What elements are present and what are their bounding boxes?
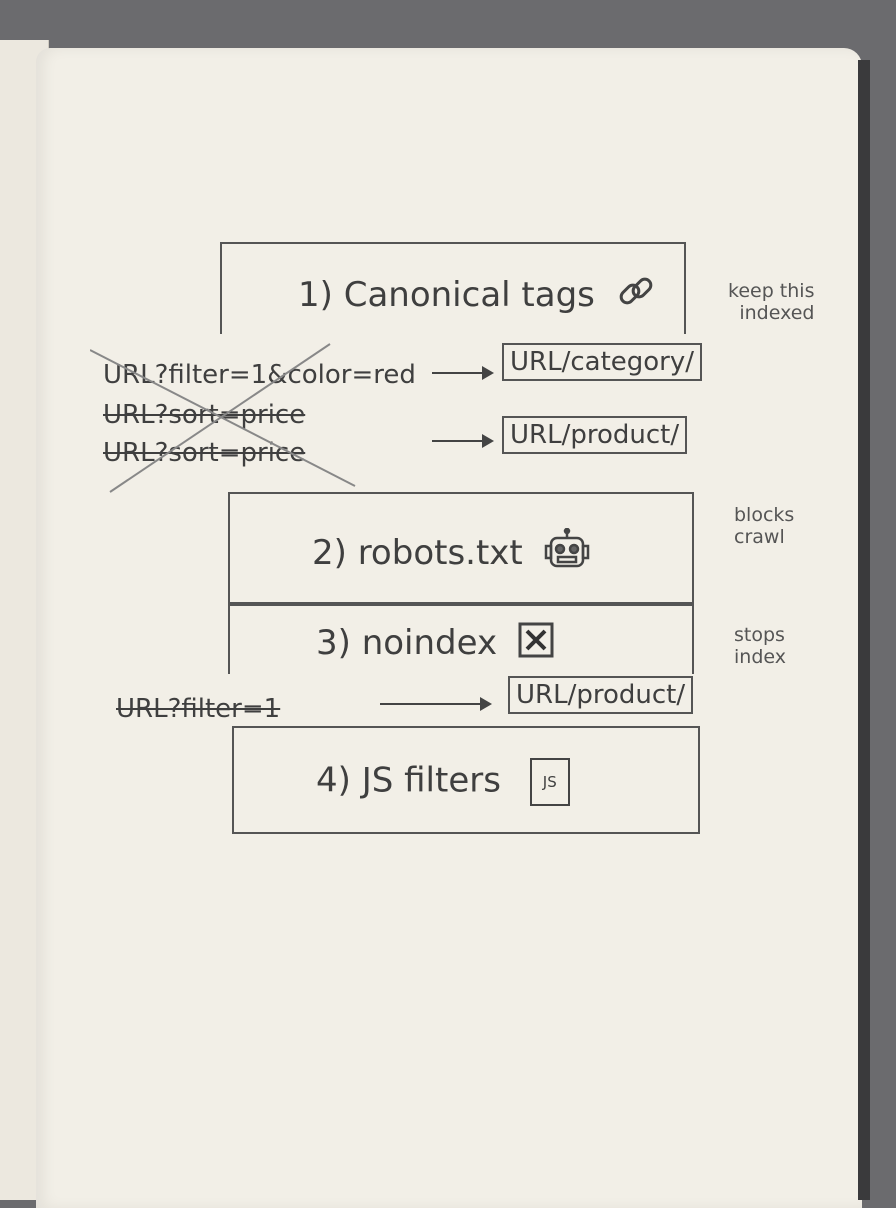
link-icon	[616, 272, 656, 321]
section-label: 2) robots.txt	[312, 533, 523, 573]
source-url: URL?filter=1&color=red	[103, 360, 416, 390]
js-file-icon: JS	[529, 758, 570, 806]
x-box-icon	[518, 622, 554, 667]
js-filters-box	[232, 726, 700, 834]
arrow-right	[380, 697, 492, 711]
source-url: URL?filter=1	[116, 694, 281, 724]
notebook-page	[36, 48, 862, 1208]
section-label: 4) JS filters	[316, 760, 501, 801]
source-url: URL?sort=price	[103, 400, 306, 430]
target-url: URL/category/	[502, 343, 703, 381]
noindex-box	[228, 602, 694, 674]
js-file-icon-label: JS	[542, 773, 557, 791]
robot-icon	[544, 527, 590, 581]
canonical-box	[220, 242, 686, 334]
section-label: 3) noindex	[316, 623, 498, 663]
note-blocks-crawl: blocks crawl	[734, 504, 795, 548]
section-label: 1) Canonical tags	[298, 275, 595, 315]
section-noindex: 3) noindex	[316, 622, 554, 667]
arrow-right	[432, 434, 494, 448]
arrow-right	[432, 366, 494, 380]
section-js-filters: 4) JS filters JS	[316, 758, 570, 806]
robots-box	[228, 492, 694, 606]
notebook-cover-edge	[858, 60, 870, 1200]
section-robots: 2) robots.txt	[312, 527, 590, 581]
section-canonical: 1) Canonical tags	[298, 272, 656, 321]
note-stops-index: stops index	[734, 624, 786, 668]
target-url: URL/product/	[508, 676, 694, 714]
note-keep-indexed: keep this indexed	[728, 280, 815, 324]
target-url: URL/product/	[502, 416, 688, 454]
cross-out-mark	[90, 343, 356, 493]
